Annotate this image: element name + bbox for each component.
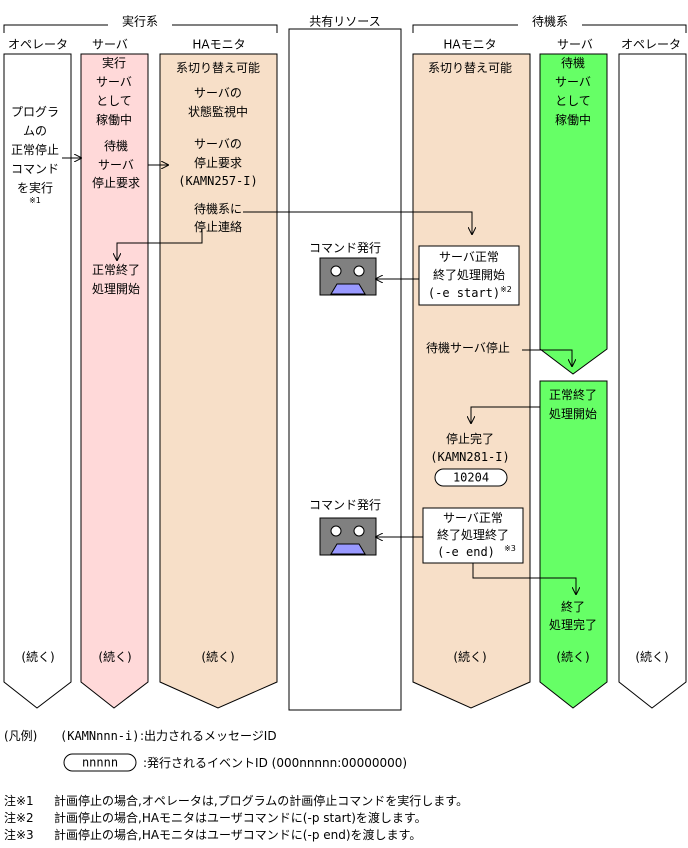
legend-event-badge <box>63 753 137 772</box>
note-3-mark: 注※3 <box>4 827 34 842</box>
lane-server-standby-upper <box>539 53 608 375</box>
ha-notify-line2: 停止連絡 <box>194 219 242 234</box>
lane-operator-standby <box>618 53 687 709</box>
ha-active-switchable: 系切り替え可能 <box>176 61 260 75</box>
footnotes: 注※1 計画停止の場合,オペレータは,プログラムの計画停止コマンドを実行します。… <box>4 793 468 842</box>
box1-note: ※2 <box>500 285 512 294</box>
continued-ha-standby: (続く) <box>453 650 486 664</box>
arrow-standby-server-stop <box>522 349 572 366</box>
command-icon-1 <box>319 257 377 296</box>
server-running-line4: 稼働中 <box>96 112 132 127</box>
continued-ha-active: (続く) <box>201 650 234 664</box>
normal-end-standby-line2: 処理開始 <box>549 407 597 421</box>
server-running-line3: として <box>96 94 132 108</box>
operator-cmd-line1: プログラ <box>11 105 59 119</box>
arrow-ha-to-server-normal-end <box>117 229 203 260</box>
ha-notify-line1: 待機系に <box>194 201 242 216</box>
operator-cmd-line4: コマンド <box>11 162 59 176</box>
stop-request-line2: サーバ <box>98 158 134 172</box>
group-header-active: 実行系 <box>3 14 278 33</box>
box-normal-end-finish: サーバ正常 終了処理終了 (-e end) ※3 <box>422 507 524 564</box>
box2-line2: 終了処理終了 <box>437 527 509 542</box>
continued-server-standby: (続く) <box>556 650 589 664</box>
group-label-standby: 待機系 <box>532 14 568 29</box>
event-id-badge: 10204 <box>434 468 508 487</box>
note-2-mark: 注※2 <box>4 810 34 825</box>
command-icon-2 <box>319 517 377 556</box>
note-2-text: 計画停止の場合,HAモニタはユーザコマンドに(-p start)を渡します。 <box>54 810 427 825</box>
stop-complete-line1: 停止完了 <box>446 431 494 446</box>
operator-cmd-line5: を実行 <box>17 180 53 195</box>
stop-request-line3: 停止要求 <box>92 175 140 190</box>
note-1-mark: 注※1 <box>4 793 34 808</box>
standby-running-line3: として <box>555 94 591 108</box>
lane-header-ha-standby: HAモニタ <box>443 38 496 52</box>
note-3-text: 計画停止の場合,HAモニタはユーザコマンドに(-p end)を渡します。 <box>54 827 421 842</box>
group-label-active: 実行系 <box>122 14 158 29</box>
lane-server-active <box>80 53 149 709</box>
event-id-value: 10204 <box>453 471 489 485</box>
arrow-ha-to-standby-ha <box>243 211 472 234</box>
normal-end-active-line1: 正常終了 <box>92 262 140 277</box>
lane-operator-active <box>3 53 72 709</box>
continued-operator-standby: (続く) <box>635 650 668 664</box>
box2-note: ※3 <box>504 544 516 553</box>
stop-request-line1: 待機 <box>104 138 128 153</box>
box1-line3: (-e start) <box>428 286 500 300</box>
continued-server-active: (続く) <box>98 650 131 664</box>
standby-server-stop: 待機サーバ停止 <box>426 340 510 355</box>
group-header-shared: 共有リソース <box>309 15 380 29</box>
end-complete-line2: 処理完了 <box>549 617 597 632</box>
operator-cmd-line3: 正常停止 <box>11 142 59 157</box>
lane-header-operator-active: オペレータ <box>8 38 68 52</box>
box2-line3: (-e end) <box>437 545 495 559</box>
lane-shared-resource <box>288 28 402 711</box>
arrow-box2-to-end-complete <box>472 563 576 594</box>
normal-end-standby-line1: 正常終了 <box>549 387 597 402</box>
lane-header-ha-active: HAモニタ <box>192 38 245 52</box>
stop-complete-msgid: (KAMN281-I) <box>430 450 509 464</box>
legend-event-desc: :発行されるイベントID (000nnnnn:00000000) <box>143 756 407 770</box>
standby-running-line1: 待機 <box>561 55 585 70</box>
lane-ha-standby <box>412 53 531 709</box>
continued-operator-active: (続く) <box>21 650 54 664</box>
normal-end-active-line2: 処理開始 <box>92 282 140 296</box>
legend: (凡例) (KAMNnnn-i) :出力されるメッセージID nnnnn :発行… <box>4 729 407 772</box>
group-header-standby: 待機系 <box>412 14 687 33</box>
lane-header-operator-standby: オペレータ <box>621 38 681 52</box>
ha-standby-switchable: 系切り替え可能 <box>428 61 512 75</box>
operator-cmd-note: ※1 <box>29 196 41 205</box>
ha-stop-request-msgid: (KAMN257-I) <box>178 174 257 188</box>
lane-ha-active <box>159 53 278 709</box>
lane-header-server-standby: サーバ <box>557 38 593 52</box>
command-issue-label-1: コマンド発行 <box>309 241 381 255</box>
legend-message-id-desc: :出力されるメッセージID <box>140 729 277 743</box>
server-running-line2: サーバ <box>96 75 132 89</box>
box2-line1: サーバ正常 <box>443 511 503 525</box>
legend-title: (凡例) <box>4 729 37 743</box>
legend-message-id-sample: (KAMNnnn-i) <box>60 729 139 743</box>
operator-cmd-line2: ムの <box>23 124 47 138</box>
ha-stop-request-line1: サーバの <box>194 137 242 151</box>
lane-header-server-active: サーバ <box>92 38 128 52</box>
standby-running-line4: 稼働中 <box>555 112 591 127</box>
box-normal-end-start: サーバ正常 終了処理開始 (-e start) ※2 <box>418 245 520 306</box>
standby-running-line2: サーバ <box>555 75 591 89</box>
ha-monitoring-line1: サーバの <box>194 86 242 100</box>
box1-line1: サーバ正常 <box>439 250 499 264</box>
legend-event-sample: nnnnn <box>82 756 118 770</box>
group-label-shared: 共有リソース <box>309 15 380 29</box>
ha-monitoring-line2: 状態監視中 <box>188 104 248 119</box>
box1-line2: 終了処理開始 <box>433 267 505 282</box>
note-1-text: 計画停止の場合,オペレータは,プログラムの計画停止コマンドを実行します。 <box>54 793 468 808</box>
lane-server-standby-lower <box>539 380 608 709</box>
command-issue-label-2: コマンド発行 <box>309 498 381 512</box>
end-complete-line1: 終了 <box>561 599 585 614</box>
server-running-line1: 実行 <box>102 55 126 70</box>
ha-stop-request-line2: 停止要求 <box>194 155 242 170</box>
arrow-normal-end-to-stop-complete <box>471 406 540 423</box>
